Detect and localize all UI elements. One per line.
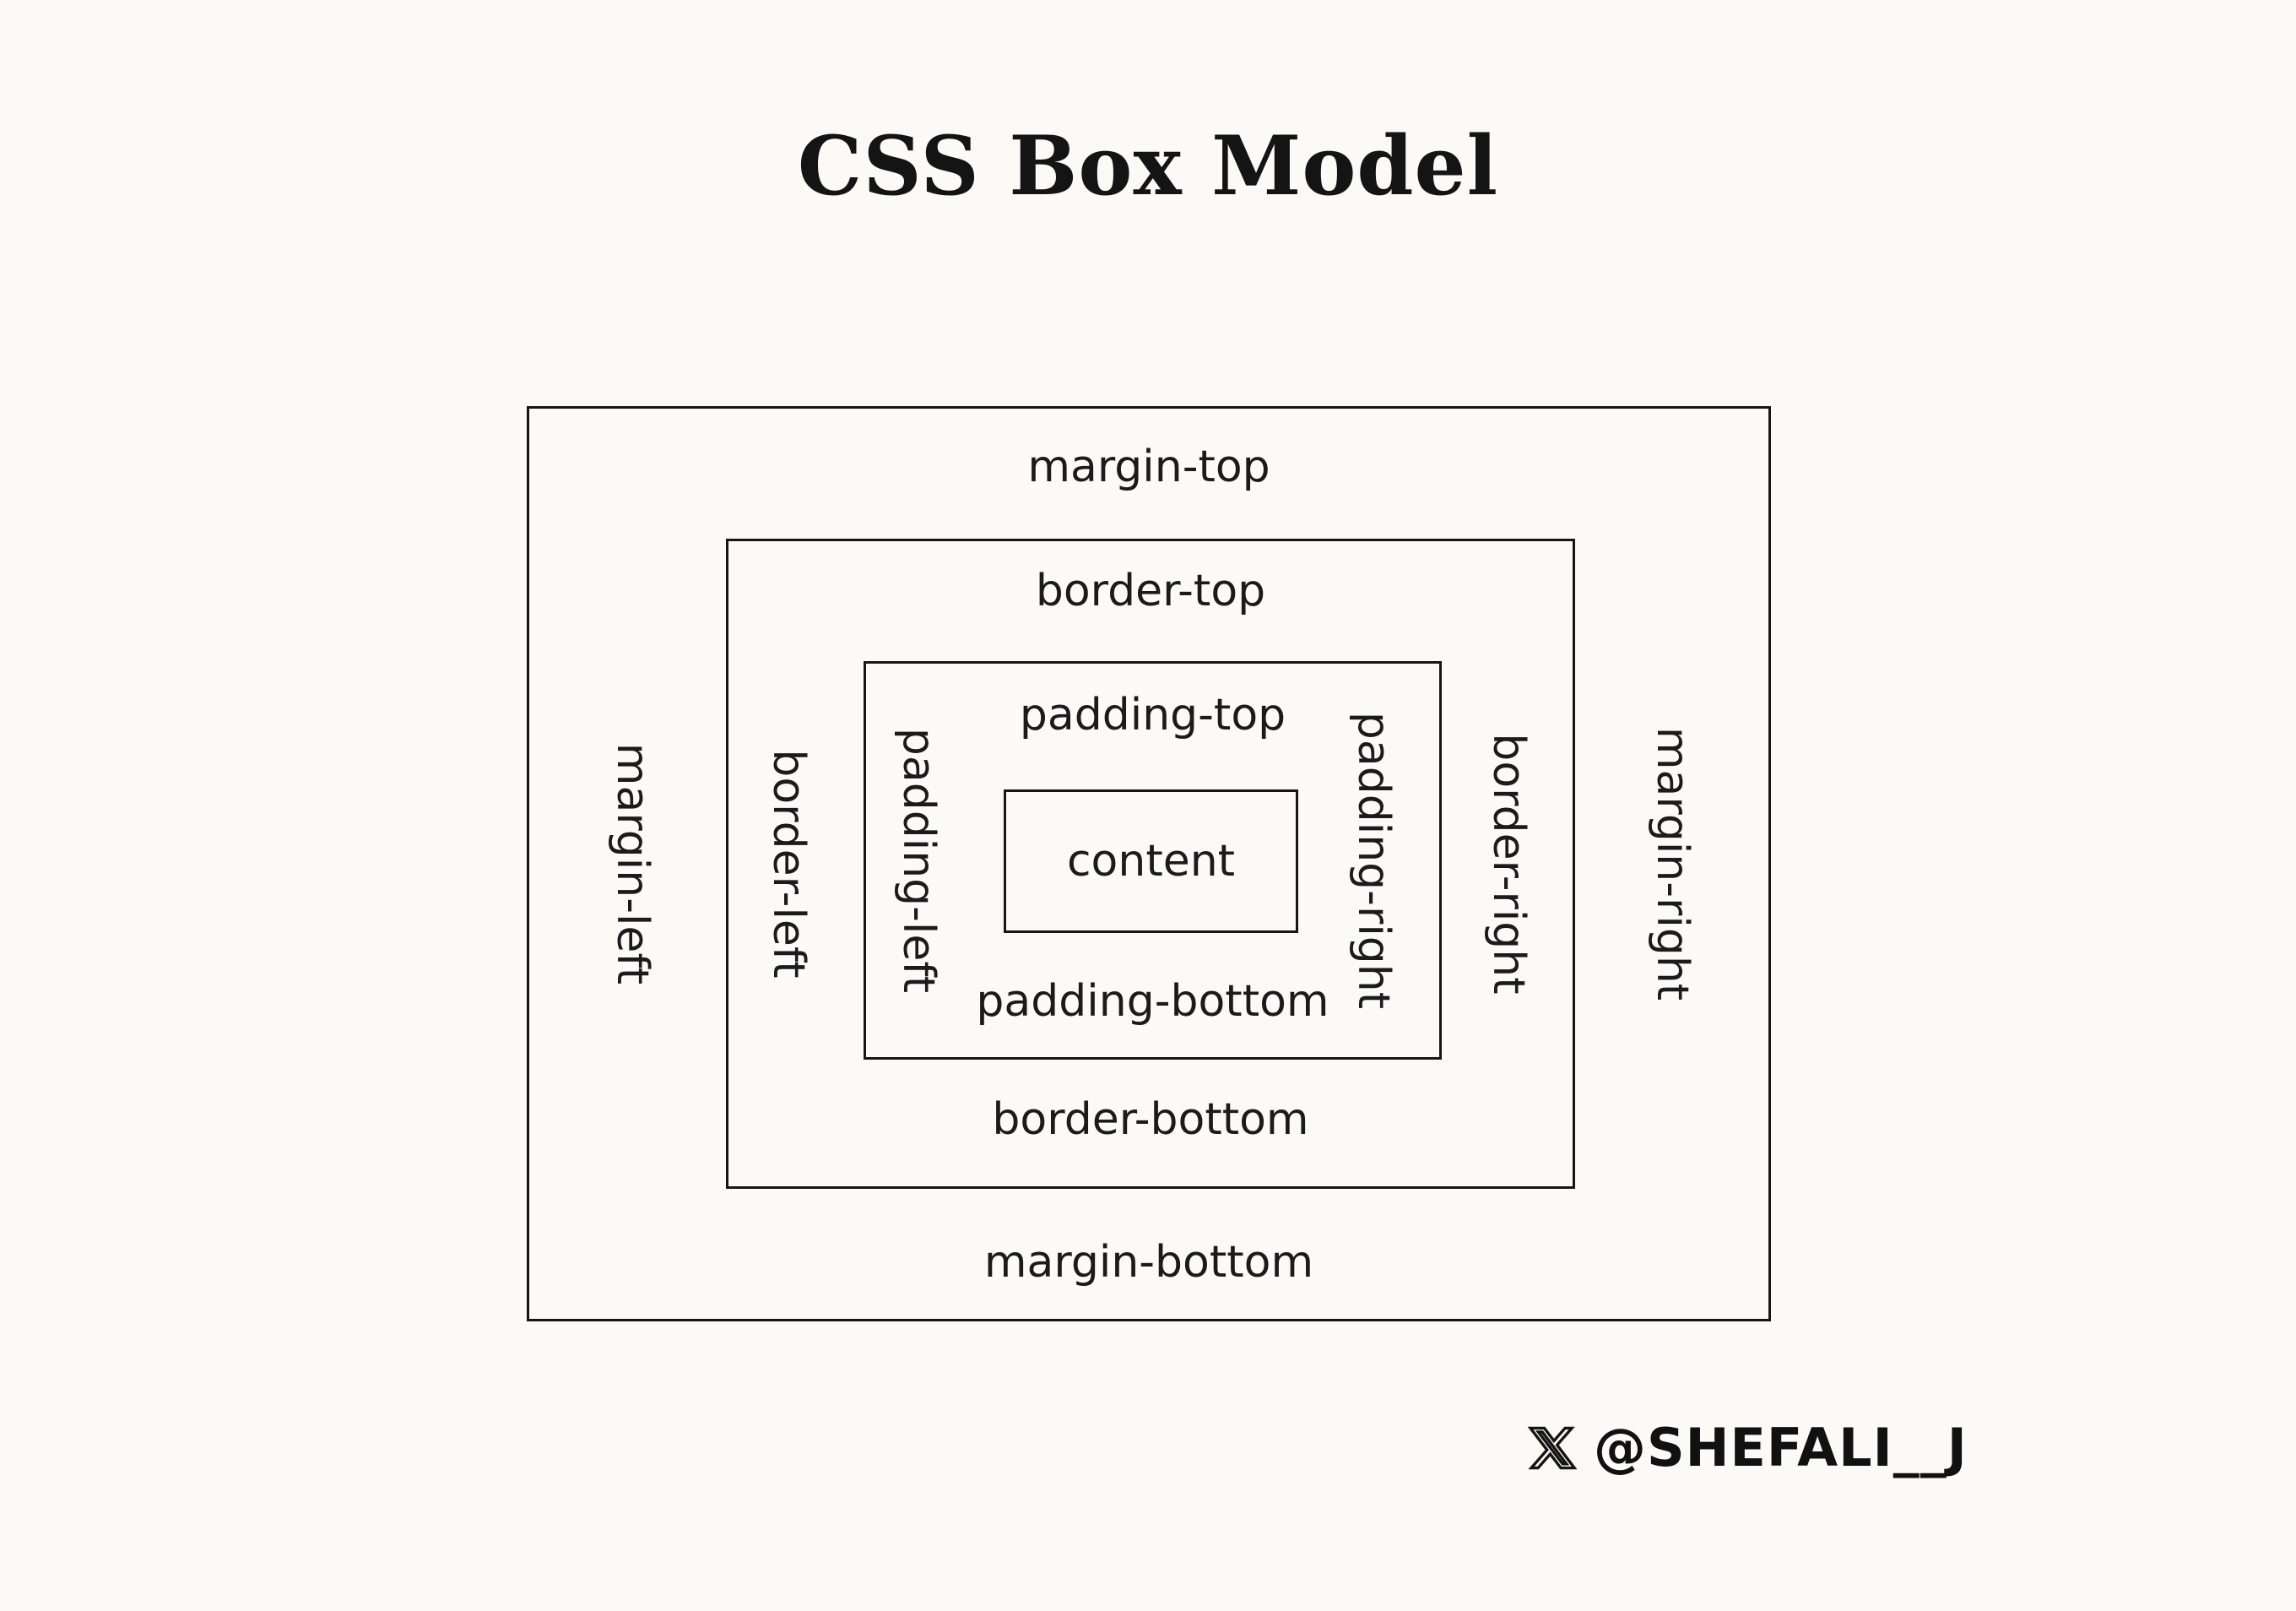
border-bottom-label: border-bottom (992, 1094, 1309, 1146)
credit-handle: @SHEFALI__J (1594, 1417, 1968, 1478)
margin-right-label: margin-right (1646, 726, 1698, 1001)
border-box: border-top border-bottom border-left bor… (726, 539, 1575, 1189)
credit: @SHEFALI__J (1528, 1417, 1968, 1478)
margin-top-label: margin-top (1027, 442, 1270, 492)
page-title: CSS Box Model (797, 118, 1499, 214)
border-top-label: border-top (1035, 566, 1266, 616)
margin-box: margin-top margin-bottom margin-left mar… (527, 406, 1771, 1321)
padding-box: padding-top padding-bottom padding-left … (864, 661, 1442, 1060)
padding-bottom-label: padding-bottom (976, 976, 1329, 1028)
x-logo-icon (1528, 1426, 1577, 1469)
margin-bottom-label: margin-bottom (983, 1237, 1314, 1288)
content-label: content (1066, 836, 1236, 887)
content-box: content (1004, 789, 1298, 933)
padding-right-label: padding-right (1347, 711, 1399, 1010)
border-right-label: border-right (1482, 733, 1534, 995)
border-left-label: border-left (762, 749, 814, 979)
margin-left-label: margin-left (606, 742, 658, 985)
padding-top-label: padding-top (1019, 690, 1286, 740)
padding-left-label: padding-left (892, 727, 944, 994)
